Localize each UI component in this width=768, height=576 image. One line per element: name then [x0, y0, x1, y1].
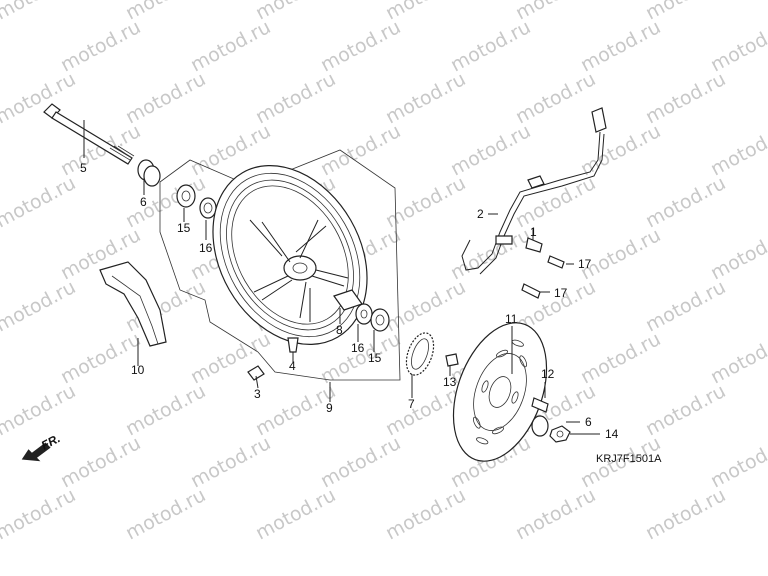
disc-slot	[472, 416, 481, 429]
front-wheel	[212, 164, 368, 346]
watermark-text: motod.ru	[447, 16, 534, 76]
watermark-text: motod.ru	[707, 16, 768, 76]
callout-labels: 5 6 15 16 10 3 4 8 16 15 9 7 13 11 12 6 …	[80, 161, 619, 441]
callout-8: 8	[336, 323, 343, 337]
watermark-text: motod.ru	[707, 224, 768, 284]
watermark-text: motod.ru	[642, 484, 729, 544]
watermark-text: motod.ru	[642, 172, 729, 232]
sensor-bolt	[521, 283, 541, 299]
pulser-ring-bolt	[445, 353, 459, 367]
watermark-text: motod.ru	[122, 172, 209, 232]
pulser-ring	[405, 332, 435, 376]
disc-slot	[519, 355, 528, 368]
wheel-balance-weight	[247, 365, 265, 381]
watermark-text: motod.ru	[57, 16, 144, 76]
callout-6-left: 6	[140, 195, 147, 209]
callout-10: 10	[131, 363, 145, 377]
watermark-text: motod.ru	[187, 328, 274, 388]
leader-lines	[83, 120, 600, 435]
dust-seal-right	[355, 303, 373, 325]
right-collar	[531, 415, 549, 437]
brake-disc	[452, 322, 548, 462]
disc-slot	[476, 437, 489, 445]
callout-15-left: 15	[177, 221, 191, 235]
disc-slot	[511, 391, 519, 404]
callout-7: 7	[408, 397, 415, 411]
callout-16-left: 16	[199, 241, 213, 255]
wheel-assembly-outline	[159, 149, 401, 381]
watermark-text: motod.ru	[642, 380, 729, 440]
callout-14: 14	[605, 427, 619, 441]
disc-slot	[496, 349, 508, 358]
front-fender	[99, 261, 167, 347]
watermark-text: motod.ru	[187, 432, 274, 492]
watermark-text: motod.ru	[0, 0, 79, 24]
bearing-left	[176, 184, 196, 208]
watermark-text: motod.ru	[577, 224, 664, 284]
clamp-bolt	[547, 255, 565, 269]
disc-slot	[492, 426, 504, 435]
watermark-text: motod.ru	[0, 276, 79, 336]
watermark-text: motod.ru	[447, 224, 534, 284]
callout-4: 4	[289, 359, 296, 373]
watermark-text: motod.ru	[707, 328, 768, 388]
tire-valve	[287, 337, 299, 353]
watermark-text: motod.ru	[0, 172, 79, 232]
callout-15-right: 15	[368, 351, 382, 365]
callout-9: 9	[326, 401, 333, 415]
watermark-text: motod.ru	[252, 68, 339, 128]
watermark-text: motod.ru	[57, 328, 144, 388]
watermark-text: motod.ru	[382, 68, 469, 128]
callout-12: 12	[541, 367, 555, 381]
watermark-text: motod.ru	[317, 432, 404, 492]
watermark-text: motod.ru	[707, 432, 768, 492]
callout-11: 11	[505, 312, 518, 326]
watermark-text: motod.ru	[642, 68, 729, 128]
watermark-text: motod.ru	[0, 380, 79, 440]
bearing-right	[370, 308, 390, 332]
watermark-text: motod.ru	[382, 276, 469, 336]
dust-seal-left	[199, 197, 217, 219]
watermark-text: motod.ru	[122, 484, 209, 544]
watermark-text: motod.ru	[577, 328, 664, 388]
axle-bolt	[43, 103, 135, 165]
callout-5: 5	[80, 161, 87, 175]
cable-clamp	[525, 237, 543, 253]
callout-1: 1	[530, 225, 537, 239]
callout-17-upper: 17	[578, 257, 592, 271]
axle-collar	[137, 159, 161, 187]
watermark-text: motod.ru	[642, 276, 729, 336]
watermark-text: motod.ru	[447, 120, 534, 180]
callout-3: 3	[254, 387, 261, 401]
watermark-text: motod.ru	[577, 16, 664, 76]
watermark-text: motod.ru	[0, 484, 79, 544]
disc-slot	[481, 380, 489, 393]
front-direction-arrow: FR.	[21, 431, 62, 462]
watermark-text: motod.ru	[512, 484, 599, 544]
watermark-text: motod.ru	[122, 68, 209, 128]
watermark-text: motod.ru	[187, 16, 274, 76]
watermark-text: motod.ru	[57, 432, 144, 492]
watermark-text: motod.ru	[707, 120, 768, 180]
watermark-text: motod.ru	[317, 120, 404, 180]
callout-2: 2	[477, 207, 484, 221]
watermark-text: motod.ru	[512, 68, 599, 128]
watermark-text: motod.ru	[252, 484, 339, 544]
watermark-text: motod.ru	[122, 380, 209, 440]
callout-16-right: 16	[351, 341, 365, 355]
watermark-text: motod.ru	[317, 16, 404, 76]
callout-13: 13	[443, 375, 457, 389]
disc-bolt	[531, 397, 549, 413]
watermark-text: motod.ru	[382, 484, 469, 544]
callout-17-lower: 17	[554, 286, 568, 300]
callout-6-right: 6	[585, 415, 592, 429]
diagram-code: KRJ7F1501A	[596, 453, 662, 465]
speed-sensor-cable	[461, 107, 607, 275]
axle-nut	[549, 425, 571, 443]
